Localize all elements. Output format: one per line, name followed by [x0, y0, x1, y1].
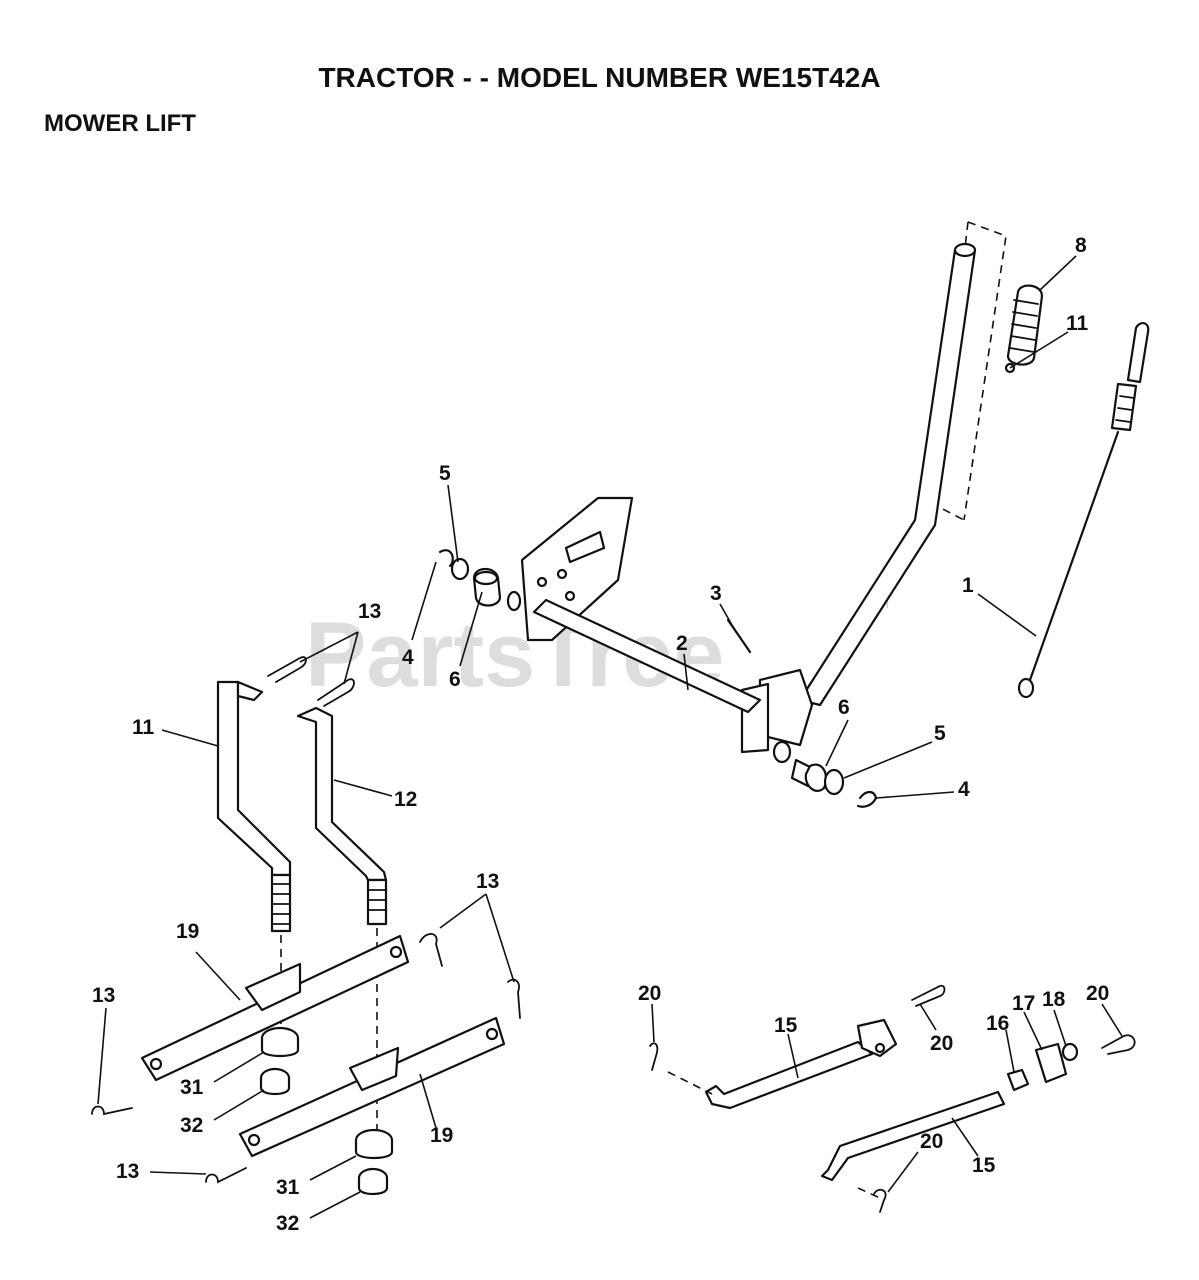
spacer-upper: [260, 1026, 300, 1058]
leader-lines: [97, 255, 1123, 1219]
callout-2: 2: [676, 632, 688, 655]
callout-4-lower: 4: [958, 778, 970, 801]
callout-6-upper: 6: [449, 668, 461, 691]
adjusting-rod-upper: [704, 1018, 898, 1110]
callout-19-upper: 19: [176, 920, 199, 943]
callout-5-upper: 5: [439, 462, 451, 485]
callout-13-left: 13: [92, 984, 115, 1007]
callout-16: 16: [986, 1012, 1009, 1035]
callout-17: 17: [1012, 992, 1035, 1015]
callout-13-top: 13: [358, 600, 381, 623]
hairpin-clip-left: [91, 1105, 133, 1116]
callout-13-mid: 13: [476, 870, 499, 893]
lift-link-rod: [1017, 322, 1150, 699]
callout-12: 12: [394, 788, 417, 811]
hairpin-clip-top-right: [317, 678, 355, 707]
callout-20-left: 20: [638, 982, 661, 1005]
callout-8: 11: [1066, 312, 1089, 335]
callout-15-lower: 15: [972, 1154, 996, 1177]
e-ring-lower: [856, 790, 878, 808]
bushing-lower: [804, 763, 828, 792]
nut-upper: [259, 1067, 291, 1096]
callout-32-lower: 32: [276, 1212, 299, 1235]
e-ring-upper: [438, 549, 454, 568]
callout-4-upper: 4: [402, 646, 414, 669]
handle-grip: [1006, 284, 1044, 366]
lift-arm-right: [296, 706, 388, 926]
spacer-lower: [354, 1128, 394, 1160]
hairpin-clip-mid-upper: [419, 933, 443, 967]
lift-handle: [740, 242, 977, 754]
callout-7: 8: [1075, 234, 1087, 257]
lift-shaft: [506, 590, 762, 714]
callout-20-right: 20: [1086, 982, 1109, 1005]
callout-31-lower: 31: [276, 1176, 300, 1199]
callout-13-bottom: 13: [116, 1160, 139, 1183]
cotter-pin-top: [911, 984, 946, 1007]
lift-link-lower: [238, 1016, 506, 1158]
callout-32-upper: 32: [180, 1114, 203, 1137]
callout-20-bottom: 20: [920, 1130, 943, 1153]
block-nut: [1061, 1042, 1079, 1062]
cotter-pin-bottom: [873, 1188, 887, 1213]
callout-18: 18: [1042, 988, 1066, 1011]
lift-arm-left: [216, 680, 292, 933]
page-title: TRACTOR - - MODEL NUMBER WE15T42A: [318, 62, 881, 93]
lift-link-upper: [140, 934, 410, 1082]
hairpin-clip-top-left: [267, 656, 307, 683]
washer-upper: [450, 557, 470, 581]
jam-nut: [1006, 1068, 1030, 1092]
callout-19-lower: 19: [430, 1124, 453, 1147]
bushing-upper: [472, 567, 502, 607]
callout-5-lower: 5: [934, 722, 946, 745]
cotter-pin-right: [1101, 1034, 1136, 1055]
callout-1: 1: [962, 574, 974, 597]
callout-15-upper: 15: [774, 1014, 798, 1037]
washer-lower: [823, 768, 845, 796]
nut-lower: [357, 1167, 389, 1196]
callout-20-top: 20: [930, 1032, 953, 1055]
cotter-pin-left: [649, 1042, 659, 1071]
hairpin-clip-mid-lower: [507, 978, 521, 1019]
guide-line-rod-lower: [857, 1187, 881, 1199]
adjusting-rod-lower: [820, 1090, 1006, 1182]
callout-11: 11: [132, 716, 155, 739]
hairpin-clip-bottom: [205, 1167, 247, 1184]
callout-31-upper: 31: [180, 1076, 204, 1099]
callout-3: 3: [710, 582, 722, 605]
guide-line-rod-upper: [667, 1071, 713, 1095]
section-title: MOWER LIFT: [44, 110, 196, 137]
adjusting-block: [1034, 1042, 1068, 1084]
callout-6-lower: 6: [838, 696, 850, 719]
